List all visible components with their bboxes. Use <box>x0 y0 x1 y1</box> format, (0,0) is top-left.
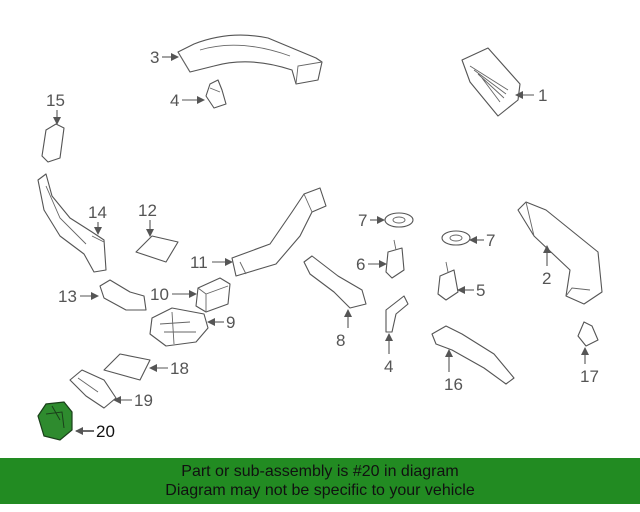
callout-9: 16 <box>444 349 463 394</box>
callout-4-lower: 17 <box>580 347 599 386</box>
callout-16: 14 <box>88 203 107 235</box>
part-10-bracket <box>303 255 367 309</box>
callout-8: 4 <box>384 333 393 376</box>
svg-text:18: 18 <box>170 359 189 378</box>
callout-5: 5 <box>457 281 485 300</box>
part-12-box-duct <box>195 277 231 313</box>
part-9-lower-duct <box>431 325 515 385</box>
callout-10: 8 <box>336 309 352 350</box>
part-15-elbow <box>99 279 147 311</box>
svg-text:10: 10 <box>150 285 169 304</box>
part-7-ring-left <box>384 212 414 228</box>
part-13-assembly <box>149 307 209 347</box>
part-4-clip-upper <box>205 79 227 109</box>
svg-text:4: 4 <box>170 91 179 110</box>
callout-14: 12 <box>138 201 157 237</box>
part-20-highlighted <box>37 401 73 441</box>
callout-7-left: 7 <box>358 211 385 230</box>
callout-18: 18 <box>149 359 189 378</box>
part-17-duct-piece <box>41 123 65 163</box>
callout-6: 6 <box>356 255 387 274</box>
svg-text:6: 6 <box>356 255 365 274</box>
part-8-strap <box>385 295 409 333</box>
callout-17: 15 <box>46 91 65 125</box>
part-7-ring-right <box>441 230 471 246</box>
svg-text:4: 4 <box>384 357 393 376</box>
part-18-pad <box>103 353 151 381</box>
callout-15: 13 <box>58 287 99 306</box>
svg-text:12: 12 <box>138 201 157 220</box>
part-5-actuator <box>437 261 459 301</box>
svg-text:1: 1 <box>538 86 547 105</box>
svg-text:11: 11 <box>190 253 208 272</box>
part-3-duct <box>177 34 323 85</box>
part-1-vent <box>461 47 521 117</box>
callout-20: 20 <box>75 422 115 441</box>
part-11-center-duct <box>231 187 327 277</box>
svg-text:3: 3 <box>150 48 159 67</box>
part-16-side-duct <box>37 173 107 273</box>
svg-text:20: 20 <box>96 422 115 441</box>
svg-text:16: 16 <box>444 375 463 394</box>
callout-7-right: 7 <box>469 231 495 250</box>
banner-line-2: Diagram may not be specific to your vehi… <box>165 482 475 499</box>
svg-text:17: 17 <box>580 367 599 386</box>
part-4-clip-lower <box>577 321 599 347</box>
svg-text:9: 9 <box>226 313 235 332</box>
svg-text:5: 5 <box>476 281 485 300</box>
svg-text:7: 7 <box>358 211 367 230</box>
part-6-actuator <box>385 239 405 279</box>
part-2-right-duct <box>517 201 603 305</box>
info-banner: Part or sub-assembly is #20 in diagram D… <box>0 458 640 504</box>
banner-line-1: Part or sub-assembly is #20 in diagram <box>181 463 459 480</box>
callout-3: 3 <box>150 48 179 67</box>
callout-4-upper: 4 <box>170 91 205 110</box>
callout-13: 9 <box>207 313 235 332</box>
svg-text:8: 8 <box>336 331 345 350</box>
callout-11: 11 <box>190 253 233 272</box>
svg-text:19: 19 <box>134 391 153 410</box>
callout-2: 2 <box>542 245 551 288</box>
svg-text:15: 15 <box>46 91 65 110</box>
svg-text:2: 2 <box>542 269 551 288</box>
parts-diagram: 3 4 1 15 14 12 11 7 6 7 2 5 <box>37 34 603 441</box>
svg-text:14: 14 <box>88 203 107 222</box>
part-14-pad <box>135 235 179 263</box>
svg-text:13: 13 <box>58 287 77 306</box>
part-19-bracket <box>69 369 117 409</box>
callout-1: 1 <box>515 86 547 105</box>
svg-text:7: 7 <box>486 231 495 250</box>
callout-19: 19 <box>113 391 153 410</box>
callout-12: 10 <box>150 285 197 304</box>
